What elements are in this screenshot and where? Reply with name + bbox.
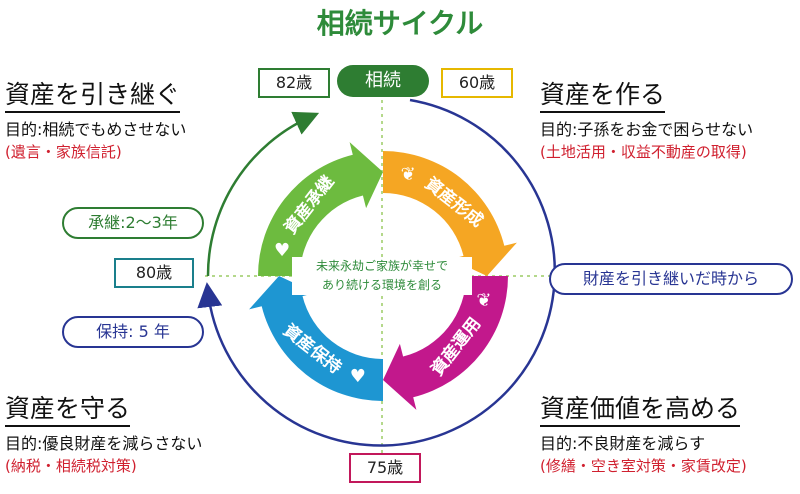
age-box-60: 60歳 (441, 68, 513, 98)
age-box-82: 82歳 (258, 68, 330, 98)
age-box-75: 75歳 (349, 453, 421, 483)
diagram-title: 相続サイクル (316, 7, 484, 40)
quadrant-top-left: 資産を引き継ぐ 目的:相続でもめさせない (遺言・家族信託) (5, 80, 186, 163)
quadrant-heading: 資産価値を高める (540, 394, 741, 427)
heart-hand-icon: ♥ (274, 240, 290, 261)
center-line-2: あり続ける環境を創る (292, 276, 472, 295)
quadrant-purpose: 目的:相続でもめさせない (5, 120, 187, 139)
quadrant-bottom-right: 資産価値を高める 目的:不良財産を減らす (修繕・空き室対策・家賃改定) (540, 394, 747, 477)
since-inheritance-pill: 財産を引き継いだ時から (549, 263, 793, 295)
cycle-segments: 資産承継♥資産形成❦資産運用❦資産保持♥ (249, 142, 517, 410)
quadrant-purpose: 目的:子孫をお金で困らせない (540, 120, 754, 139)
quadrant-heading: 資産を作る (540, 80, 666, 113)
holding-period-pill: 保持: 5 年 (62, 316, 204, 348)
quadrant-note: (納税・相続税対策) (5, 457, 137, 475)
succession-period-pill: 承継:2〜3年 (62, 207, 204, 239)
quadrant-bottom-left: 資産を守る 目的:優良財産を減らさない (納税・相続税対策) (5, 394, 202, 477)
quadrant-purpose: 目的:優良財産を減らさない (5, 434, 203, 453)
sprout-coins-icon: ❦ (476, 290, 491, 311)
quadrant-purpose: 目的:不良財産を減らす (540, 434, 706, 453)
inheritance-pill: 相続 (337, 65, 429, 97)
cycle-center-text: 未来永劫ご家族が幸せで あり続ける環境を創る (292, 257, 472, 295)
quadrant-note: (修繕・空き室対策・家賃改定) (540, 457, 747, 475)
quadrant-note: (遺言・家族信託) (5, 143, 122, 161)
outer-arc-holding (197, 98, 556, 447)
quadrant-top-right: 資産を作る 目的:子孫をお金で困らせない (土地活用・収益不動産の取得) (540, 80, 753, 163)
quadrant-heading: 資産を引き継ぐ (5, 80, 181, 113)
quadrant-heading: 資産を守る (5, 394, 131, 427)
outer-arc-succession (206, 111, 320, 277)
heart-hands-icon: ♥ (350, 366, 366, 387)
cycle-segment (249, 276, 383, 401)
center-line-1: 未来永劫ご家族が幸せで (292, 257, 472, 276)
quadrant-note: (土地活用・収益不動産の取得) (540, 143, 747, 161)
cycle-segment (258, 142, 383, 276)
cycle-segment (383, 276, 508, 410)
sprout-coins-icon: ❦ (401, 164, 416, 185)
age-box-80: 80歳 (114, 258, 194, 288)
cycle-segment (383, 151, 517, 276)
